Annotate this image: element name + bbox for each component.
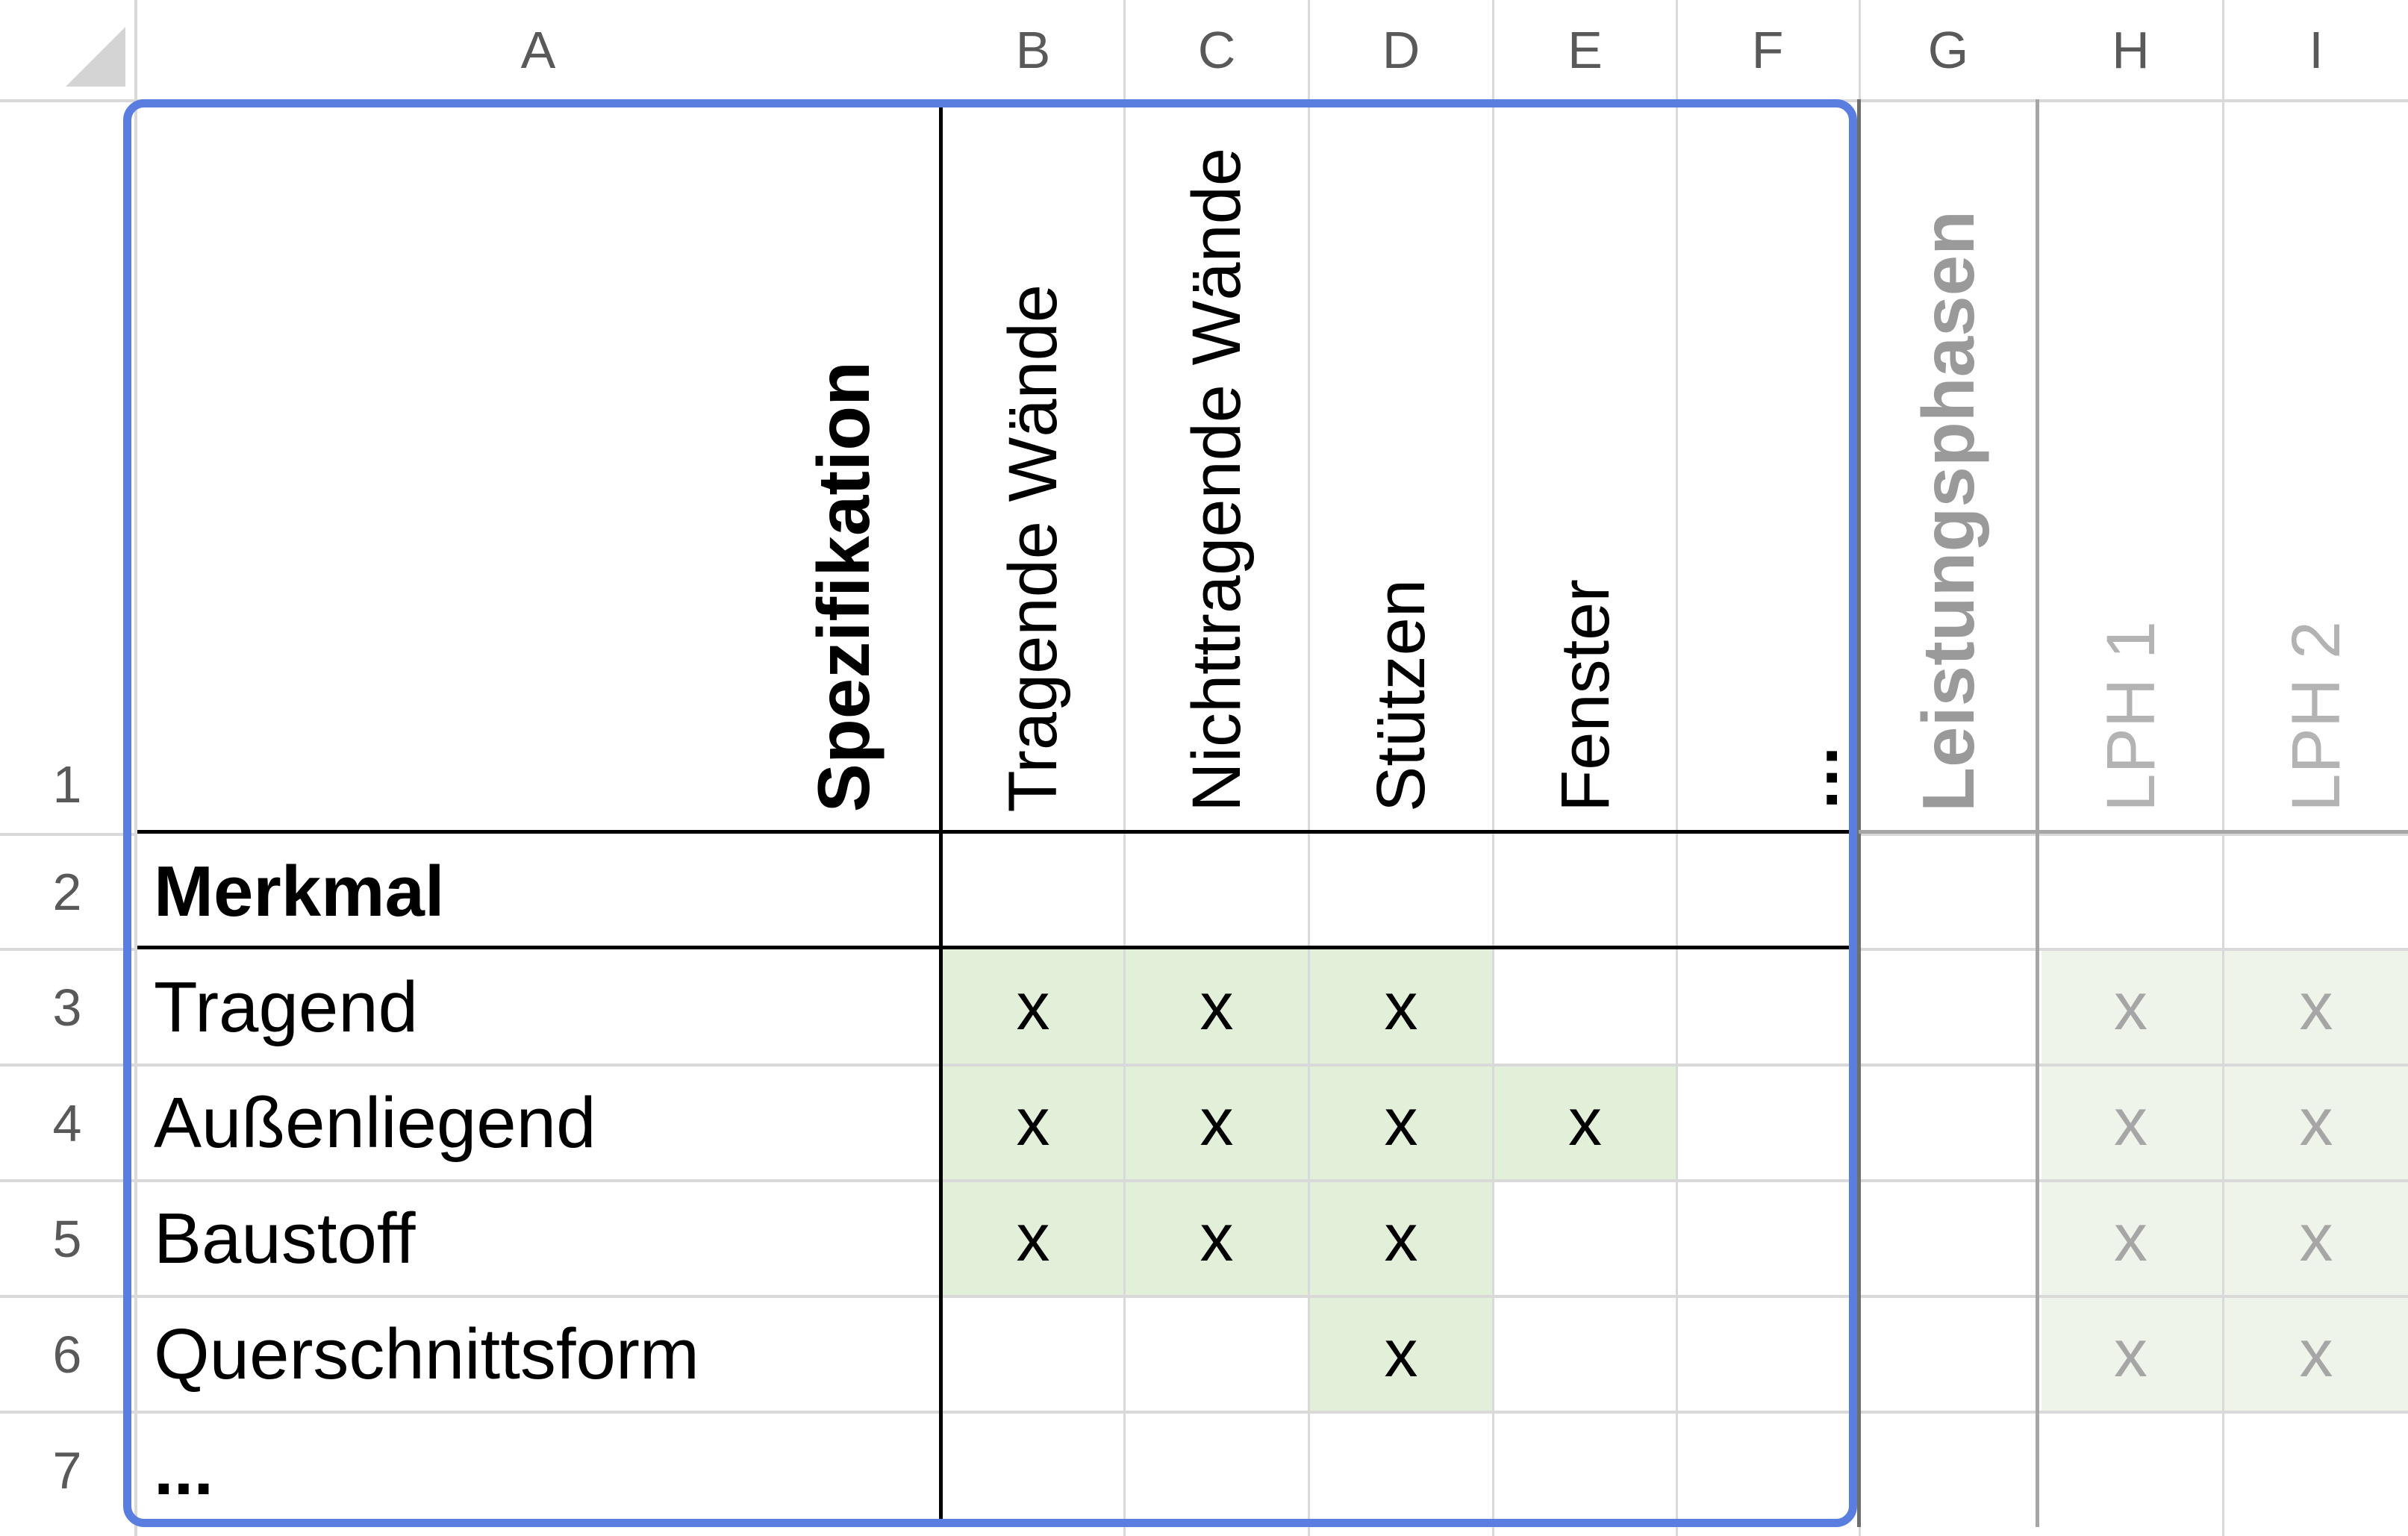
gridline	[1676, 0, 1678, 1536]
border-a-right	[939, 99, 943, 1527]
selection-outline	[123, 99, 1857, 1527]
gridline	[1859, 833, 2408, 836]
mark-i6[interactable]: x	[2299, 1317, 2333, 1391]
mark-i3[interactable]: x	[2299, 970, 2333, 1044]
gridline	[0, 1064, 2408, 1067]
header-lph2: LPH 2	[2278, 621, 2354, 812]
column-header-e[interactable]: E	[1494, 0, 1676, 99]
gridline	[0, 1295, 2408, 1298]
mark-i5[interactable]: x	[2299, 1201, 2333, 1276]
mark-h4[interactable]: x	[2114, 1085, 2147, 1160]
mark-h6[interactable]: x	[2114, 1317, 2147, 1391]
merkmal-tragend[interactable]: Tragend	[154, 967, 418, 1047]
mark-b3[interactable]: x	[1016, 970, 1050, 1044]
border-row1-bottom-gray	[1859, 830, 2408, 834]
mark-c5[interactable]: x	[1200, 1201, 1234, 1276]
row-header-2[interactable]: 2	[0, 836, 134, 948]
column-header-i[interactable]: I	[2224, 0, 2408, 99]
select-all-corner[interactable]	[66, 27, 125, 87]
merkmal-baustoff[interactable]: Baustoff	[154, 1198, 416, 1279]
mark-h3[interactable]: x	[2114, 970, 2147, 1044]
header-leistungsphasen: Leistungsphasen	[1907, 210, 1989, 812]
column-header-b[interactable]: B	[943, 0, 1123, 99]
border-g-right	[2036, 99, 2039, 1527]
header-lph1: LPH 1	[2092, 621, 2169, 812]
column-header-d[interactable]: D	[1310, 0, 1492, 99]
mark-c4[interactable]: x	[1200, 1085, 1234, 1160]
column-header-c[interactable]: C	[1126, 0, 1308, 99]
fill-e4	[1494, 1065, 1677, 1181]
column-header-a[interactable]: A	[137, 0, 939, 99]
row-header-7[interactable]: 7	[0, 1414, 134, 1526]
gridline	[134, 0, 137, 1536]
column-header-h[interactable]: H	[2039, 0, 2222, 99]
fill-b3-c5	[942, 949, 1310, 1296]
border-f-right	[1857, 99, 1861, 1527]
mark-d4[interactable]: x	[1384, 1085, 1418, 1160]
gridline	[1308, 0, 1310, 1536]
gridline	[0, 948, 137, 951]
mark-b5[interactable]: x	[1016, 1201, 1050, 1276]
column-header-g[interactable]: G	[1861, 0, 2036, 99]
gridline	[0, 833, 137, 836]
cell-h1[interactable]: LPH 1	[2039, 103, 2222, 812]
mark-d3[interactable]: x	[1384, 970, 1418, 1044]
border-row1-bottom	[137, 830, 1857, 834]
mark-b4[interactable]: x	[1016, 1085, 1050, 1160]
merkmal-label[interactable]: Merkmal	[154, 852, 445, 931]
mark-h5[interactable]: x	[2114, 1201, 2147, 1276]
column-header-f[interactable]: F	[1678, 0, 1857, 99]
row-header-5[interactable]: 5	[0, 1182, 134, 1295]
row-header-4[interactable]: 4	[0, 1067, 134, 1179]
merkmal-aussenliegend[interactable]: Außenliegend	[154, 1082, 596, 1163]
gridline	[1123, 0, 1126, 1536]
gridline	[1859, 948, 2408, 951]
gridline	[0, 1179, 2408, 1182]
mark-e4[interactable]: x	[1568, 1085, 1602, 1160]
row-header-3[interactable]: 3	[0, 951, 134, 1064]
border-row2-bottom	[137, 946, 1857, 949]
mark-d6[interactable]: x	[1384, 1317, 1418, 1391]
mark-i4[interactable]: x	[2299, 1085, 2333, 1160]
gridline	[0, 1411, 2408, 1414]
mark-c3[interactable]: x	[1200, 970, 1234, 1044]
mark-d5[interactable]: x	[1384, 1201, 1418, 1276]
cell-i1[interactable]: LPH 2	[2224, 103, 2408, 812]
merkmal-more[interactable]: ...	[154, 1429, 214, 1510]
row-header-6[interactable]: 6	[0, 1298, 134, 1411]
row-header-1[interactable]: 1	[0, 739, 134, 830]
merkmal-querschnittsform[interactable]: Querschnittsform	[154, 1314, 699, 1394]
gridline	[2222, 0, 2224, 1536]
gridline	[1492, 0, 1494, 1536]
cell-g1[interactable]: Leistungsphasen	[1861, 103, 2036, 812]
